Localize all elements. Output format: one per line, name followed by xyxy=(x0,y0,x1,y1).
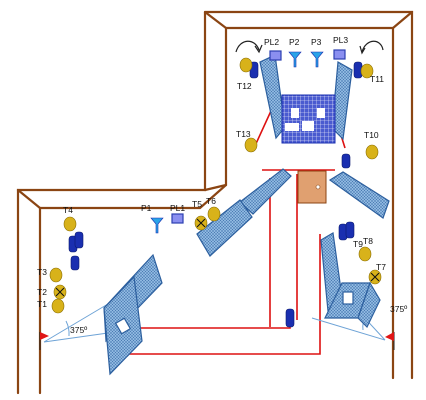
barrel-icon xyxy=(341,153,351,169)
wall-corner-tl xyxy=(203,10,228,30)
wall-corner-mid xyxy=(203,183,228,192)
panel-mid-left-lower xyxy=(196,199,253,257)
mesh-panels xyxy=(103,54,390,376)
target-icon xyxy=(49,267,63,283)
no-shoot-marks xyxy=(55,218,380,297)
target-icon xyxy=(358,246,372,262)
target-icon xyxy=(239,57,253,73)
swinger-arrow-icon xyxy=(235,40,384,55)
label-t7: T7 xyxy=(376,262,386,272)
panel-mid-left-upper xyxy=(239,168,292,215)
label-t12: T12 xyxy=(237,81,252,91)
label-t2: T2 xyxy=(37,287,47,297)
targets xyxy=(49,57,382,314)
label-t6: T6 xyxy=(206,196,216,206)
plate-icon xyxy=(171,213,184,224)
label-p1: P1 xyxy=(141,203,152,213)
label-p2: P2 xyxy=(289,37,300,47)
label-pl3: PL3 xyxy=(333,35,348,45)
label-t4: T4 xyxy=(63,205,73,215)
label-t1: T1 xyxy=(37,299,47,309)
wall-corner-tr xyxy=(391,10,414,30)
label-t3: T3 xyxy=(37,267,47,277)
barrel-icon xyxy=(345,221,355,239)
labels: T12 T11 T13 T10 T4 T5 T6 T3 T2 T1 T9 T8 … xyxy=(37,35,386,309)
angle-right-label: 375º xyxy=(390,304,407,314)
target-icon xyxy=(63,216,77,232)
target-icon xyxy=(51,298,65,314)
port-right xyxy=(342,291,354,305)
target-icon xyxy=(360,63,374,79)
plate-icon xyxy=(333,49,346,60)
label-pl1: PL1 xyxy=(170,203,185,213)
panel-right-box-b xyxy=(357,281,381,329)
barrel-icon xyxy=(74,231,84,249)
popper-icon xyxy=(288,51,302,68)
poppers xyxy=(150,51,324,234)
label-t8: T8 xyxy=(363,236,373,246)
label-t10: T10 xyxy=(364,130,379,140)
door-icon xyxy=(297,170,327,204)
barrel-icon xyxy=(70,255,80,271)
plates xyxy=(171,49,346,224)
panel-mid-right xyxy=(328,171,390,219)
label-pl2: PL2 xyxy=(264,37,279,47)
popper-icon xyxy=(150,217,164,234)
target-icon xyxy=(207,206,221,222)
label-t5: T5 xyxy=(192,199,202,209)
walls xyxy=(16,10,414,395)
label-p3: P3 xyxy=(311,37,322,47)
left-arc-curve xyxy=(65,320,70,337)
barrel-icon xyxy=(285,308,295,328)
label-t9: T9 xyxy=(353,239,363,249)
angle-left-label: 375º xyxy=(70,325,87,335)
target-icon xyxy=(365,144,379,160)
label-t11: T11 xyxy=(370,74,384,84)
flag-left-icon xyxy=(39,332,49,350)
popper-icon xyxy=(310,51,324,68)
target-icon xyxy=(244,137,258,153)
plate-icon xyxy=(269,50,282,61)
label-t13: T13 xyxy=(236,129,251,139)
flag-right-icon xyxy=(385,332,395,350)
port-left xyxy=(114,317,132,335)
grid-wall xyxy=(281,94,336,144)
wall-corner-left xyxy=(16,188,42,210)
